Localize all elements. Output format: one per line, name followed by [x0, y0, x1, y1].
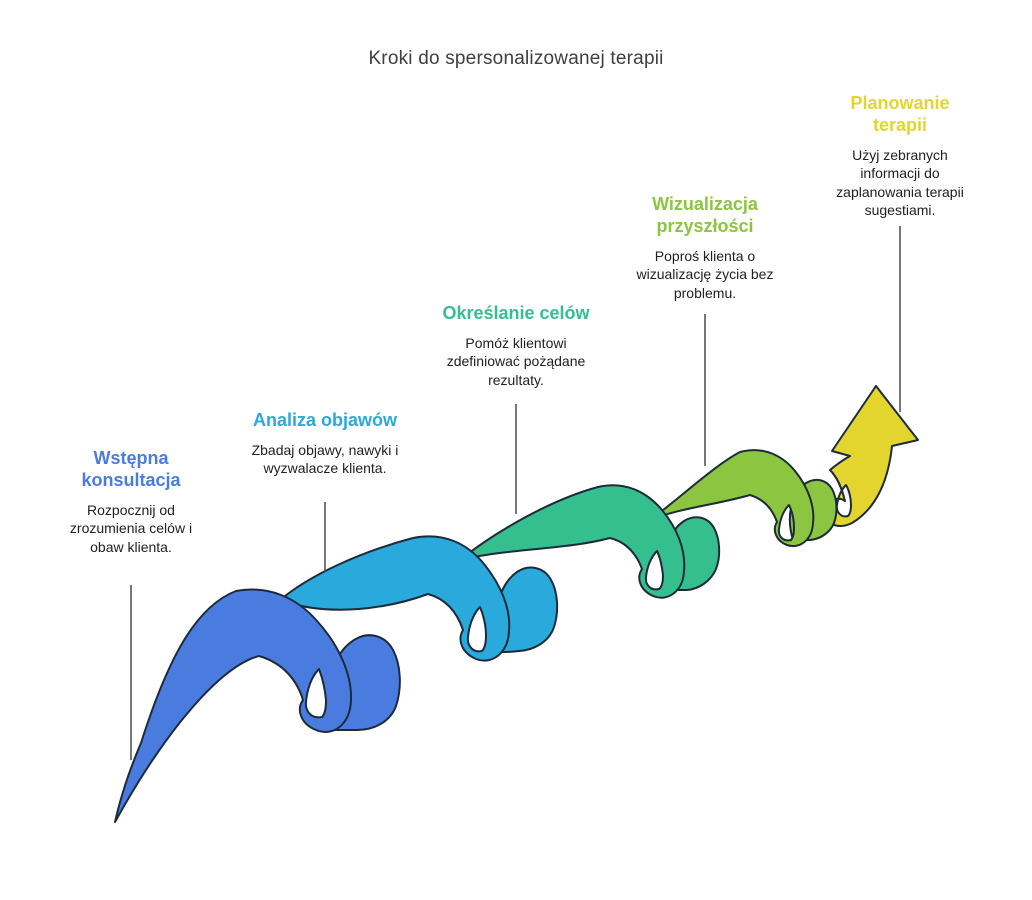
step-5-label: Planowanie terapii Użyj zebranych inform…	[824, 93, 976, 220]
wave-segment-1-band	[114, 588, 353, 823]
wave-segment-4-band	[649, 449, 815, 547]
step-4-description: Poproś klienta o wizualizację życia bez …	[636, 247, 774, 301]
wave-segment-5-arrow	[825, 385, 919, 528]
step-2-description: Zbadaj objawy, nawyki i wyzwalacze klien…	[251, 441, 399, 477]
step-3-heading: Określanie celów	[442, 303, 590, 323]
step-5-description: Użyj zebranych informacji do zaplanowani…	[836, 146, 964, 219]
wave-segment-1	[114, 588, 401, 823]
step-4-heading: Wizualizacja przyszłości	[652, 194, 758, 236]
step-3-description: Pomóż klientowi zdefiniować pożądane rez…	[446, 334, 586, 388]
step-1-label: Wstępna konsultacja Rozpocznij od zrozum…	[56, 448, 206, 556]
wave-segment-2-patch	[494, 566, 559, 653]
wave-segment-5	[825, 385, 919, 528]
step-3-label: Określanie celów Pomóż klientowi zdefini…	[430, 303, 602, 389]
wave-segment-3-band	[459, 484, 686, 599]
step-5-heading: Planowanie terapii	[850, 93, 950, 135]
page-title: Kroki do spersonalizowanej terapii	[368, 48, 664, 69]
step-2-heading: Analiza objawów	[252, 410, 398, 430]
step-1-heading: Wstępna konsultacja	[81, 448, 181, 490]
wave-segment-3	[459, 484, 721, 599]
step-4-label: Wizualizacja przyszłości Poproś klienta …	[625, 194, 785, 302]
wave-segment-4	[649, 449, 838, 547]
step-2-label: Analiza objawów Zbadaj objawy, nawyki i …	[223, 410, 427, 478]
wave-segment-2-band	[279, 535, 511, 662]
step-1-description: Rozpocznij od zrozumienia celów i obaw k…	[69, 501, 193, 555]
wave-segment-2	[279, 535, 559, 662]
